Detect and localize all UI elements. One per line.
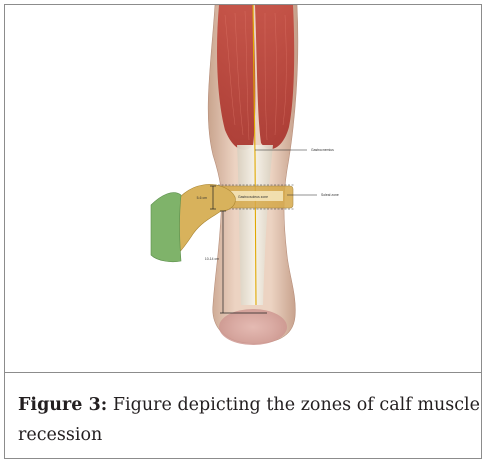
measurement-upper-label: 5-6 cm [197,196,208,200]
figure-frame: Gastrocsoleus zone 5-6 cm 10-14 cm Gastr… [4,4,482,459]
band-center-label: Gastrocsoleus zone [238,195,268,199]
calf-illustration: Gastrocsoleus zone 5-6 cm 10-14 cm Gastr… [25,5,470,347]
caption-label: Figure 3: [18,395,107,415]
measurement-lower-label: 10-14 cm [205,257,219,261]
gastrocnemius-label: Gastrocnemius [311,148,334,152]
gastrocnemius-lateral-head [255,5,294,149]
figure-caption: Figure 3: Figure depicting the zones of … [18,390,480,450]
caption-divider [5,372,481,373]
soleal-zone-label: Soleal zone [321,193,339,197]
heel [219,309,287,345]
green-sleeve [151,193,181,262]
